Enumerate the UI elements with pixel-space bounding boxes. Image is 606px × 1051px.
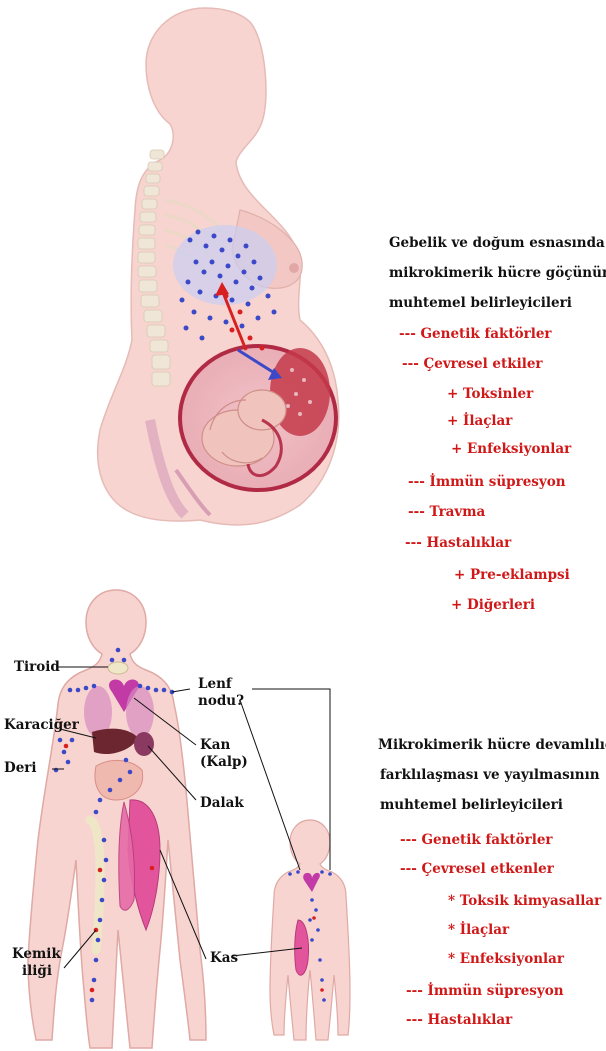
spleen xyxy=(134,732,154,756)
child-figure xyxy=(270,820,350,1040)
bottom-heading-line-2: farklılaşması ve yayılmasının xyxy=(380,767,600,783)
top-item-immun: --- İmmün süpresyon xyxy=(408,474,566,490)
top-item-enfeksiyonlar: + Enfeksiyonlar xyxy=(451,441,571,457)
label-kemik-line1: Kemik xyxy=(12,946,61,963)
label-kas: Kas xyxy=(210,950,238,967)
pregnant-woman-figure xyxy=(98,8,339,525)
label-kemik-iligi: Kemik iliği xyxy=(12,946,61,980)
bottom-item-toksik: * Toksik kimyasallar xyxy=(448,893,601,909)
bottom-item-immun: --- İmmün süpresyon xyxy=(406,983,564,999)
bottom-item-ilaclar: * İlaçlar xyxy=(448,922,509,938)
top-item-toksinler: + Toksinler xyxy=(447,386,533,402)
thyroid xyxy=(108,662,128,674)
label-kemik-line2: iliği xyxy=(12,963,61,980)
bottom-item-genetik: --- Genetik faktörler xyxy=(400,832,553,848)
top-heading-line-1: Gebelik ve doğum esnasında xyxy=(389,235,605,251)
top-heading-line-3: muhtemel belirleyicileri xyxy=(389,295,572,311)
label-lenf-line1: Lenf xyxy=(198,676,244,693)
label-tiroid: Tiroid xyxy=(14,659,60,676)
label-kan-line2: (Kalp) xyxy=(200,754,248,771)
nipple xyxy=(289,263,299,273)
label-karaciger: Karaciğer xyxy=(4,717,79,734)
bottom-item-enfeksiyonlar: * Enfeksiyonlar xyxy=(448,951,564,967)
top-item-cevresel: --- Çevresel etkiler xyxy=(402,356,543,372)
bottom-heading-line-1: Mikrokimerik hücre devamlılığı xyxy=(378,737,606,753)
label-lenf-line2: nodu? xyxy=(198,693,244,710)
top-item-travma: --- Travma xyxy=(408,504,485,520)
label-kan-kalp: Kan (Kalp) xyxy=(200,737,248,771)
top-item-hastaliklar: --- Hastalıklar xyxy=(405,535,511,551)
label-dalak: Dalak xyxy=(200,795,244,812)
top-item-genetik: --- Genetik faktörler xyxy=(399,326,552,342)
label-deri: Deri xyxy=(4,760,37,777)
top-item-digerleri: + Diğerleri xyxy=(451,597,535,613)
top-item-preeklampsi: + Pre-eklampsi xyxy=(454,567,570,583)
lungs-right xyxy=(126,686,154,738)
bottom-item-hastaliklar: --- Hastalıklar xyxy=(406,1012,512,1028)
top-heading-line-2: mikrokimerik hücre göçünün xyxy=(389,265,606,281)
bottom-heading-line-3: muhtemel belirleyicileri xyxy=(380,797,563,813)
child-body-silhouette xyxy=(270,820,350,1040)
bottom-item-cevresel: --- Çevresel etkenler xyxy=(400,861,554,877)
label-kan-line1: Kan xyxy=(200,737,248,754)
top-item-ilaclar: + İlaçlar xyxy=(447,413,512,429)
label-lenf-nodu: Lenf nodu? xyxy=(198,676,244,710)
